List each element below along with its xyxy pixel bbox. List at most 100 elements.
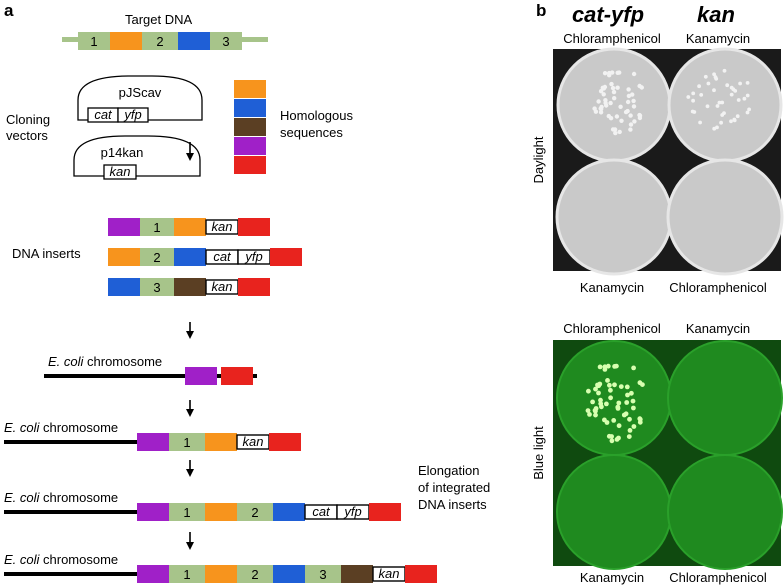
chromosome-homology-red [221, 367, 253, 385]
colony [605, 378, 610, 383]
colonies-daylight-kan [686, 68, 751, 131]
insert-segment [140, 218, 174, 236]
insert-homology-right [270, 248, 302, 266]
colony [618, 104, 623, 110]
colony [616, 423, 622, 429]
daylight-top-right-label: Kanamycin [686, 31, 750, 46]
colony [593, 406, 599, 411]
arrow-down-1 [186, 142, 194, 161]
chromosome-homology [205, 503, 237, 521]
colony [626, 87, 631, 92]
colony [624, 384, 630, 390]
chromosome-segment [305, 565, 341, 583]
chromosome-segment-label: 2 [251, 567, 258, 582]
colony [692, 110, 697, 114]
chromosome-homology-purple [137, 565, 169, 583]
gene-label-cat: cat [213, 249, 232, 264]
colony [691, 98, 695, 103]
gene-label-kan: kan [243, 434, 264, 449]
colony [602, 71, 608, 76]
colony [628, 127, 633, 132]
chromosome-homology [205, 433, 237, 451]
colony [604, 420, 610, 425]
colony [715, 104, 720, 108]
vector-pjscav: pJScav cat yfp [77, 75, 203, 123]
plate-blue-top-right [667, 340, 783, 456]
vector-1-gene-yfp: yfp [123, 107, 141, 122]
colony [725, 83, 730, 88]
chromosome-homology-purple [137, 503, 169, 521]
gene-label-kan: kan [212, 219, 233, 234]
chromosome-homology-purple [137, 433, 169, 451]
colony [597, 364, 603, 370]
colony [629, 390, 634, 396]
colony [742, 96, 747, 101]
plate-daylight-top-right [667, 47, 783, 163]
colony [609, 81, 614, 87]
colony [593, 412, 598, 418]
colony [613, 130, 618, 136]
blue-bottom-right-label: Chloramphenicol [669, 570, 767, 585]
chromosome-homology [273, 503, 305, 521]
colony [698, 120, 702, 125]
colony [625, 99, 631, 105]
chromosome-segment [169, 503, 205, 521]
colony [745, 93, 750, 98]
homologous-label: Homologous sequences [280, 108, 357, 140]
colony [600, 85, 605, 91]
chromosome-segment-label: 1 [183, 435, 190, 450]
insert-homology-mid [174, 248, 206, 266]
colony [637, 83, 642, 89]
target-segment-1 [78, 32, 110, 50]
colony [587, 412, 592, 417]
chromosome-label: E. coli chromosome [4, 420, 118, 435]
chromosome-homology-red [269, 433, 301, 451]
colony [609, 434, 614, 439]
elongation-label: Elongation of integrated DNA inserts [418, 463, 494, 512]
homologous-line1: Homologous [280, 108, 353, 123]
panel-a-letter: a [4, 1, 14, 20]
plate-daylight-top-left [556, 47, 672, 163]
colony [745, 110, 750, 115]
colony [630, 398, 636, 404]
chromosome-label: E. coli chromosome [4, 490, 118, 505]
colony [596, 390, 601, 396]
colony [712, 72, 716, 77]
blue-light-photo [553, 340, 783, 570]
colony [747, 107, 751, 112]
chromosome-segment [169, 433, 205, 451]
colony [609, 438, 615, 444]
colony [611, 89, 617, 95]
colony [627, 428, 633, 433]
insert-segment-label: 2 [153, 250, 160, 265]
colony [686, 95, 691, 99]
plate-daylight-bottom-left [555, 158, 673, 276]
colony [592, 106, 597, 111]
homologous-sequences-stack [234, 80, 266, 174]
colony [616, 400, 622, 406]
colony [705, 104, 710, 109]
dna-insert-1: 1 kan [108, 218, 270, 236]
cloning-vectors-label: Cloning vectors [6, 112, 54, 143]
colony [624, 400, 630, 405]
insert-homology-mid [174, 278, 206, 296]
target-segment-2-label: 2 [156, 34, 163, 49]
colony [738, 81, 742, 86]
colony [736, 98, 741, 102]
colony [608, 387, 613, 393]
colony [697, 84, 701, 89]
colony [595, 382, 600, 388]
colony [637, 380, 643, 386]
elongation-line1: Elongation [418, 463, 479, 478]
colony [598, 401, 604, 407]
colony [631, 104, 637, 109]
chromosome-homology-red [369, 503, 401, 521]
colony [617, 129, 622, 135]
insert-segment-label: 1 [153, 220, 160, 235]
colony [612, 382, 617, 388]
insert-homology-left [108, 278, 140, 296]
homologous-line2: sequences [280, 125, 343, 140]
colonies-daylight-cat-yfp [592, 70, 644, 136]
insert-homology-left [108, 248, 140, 266]
